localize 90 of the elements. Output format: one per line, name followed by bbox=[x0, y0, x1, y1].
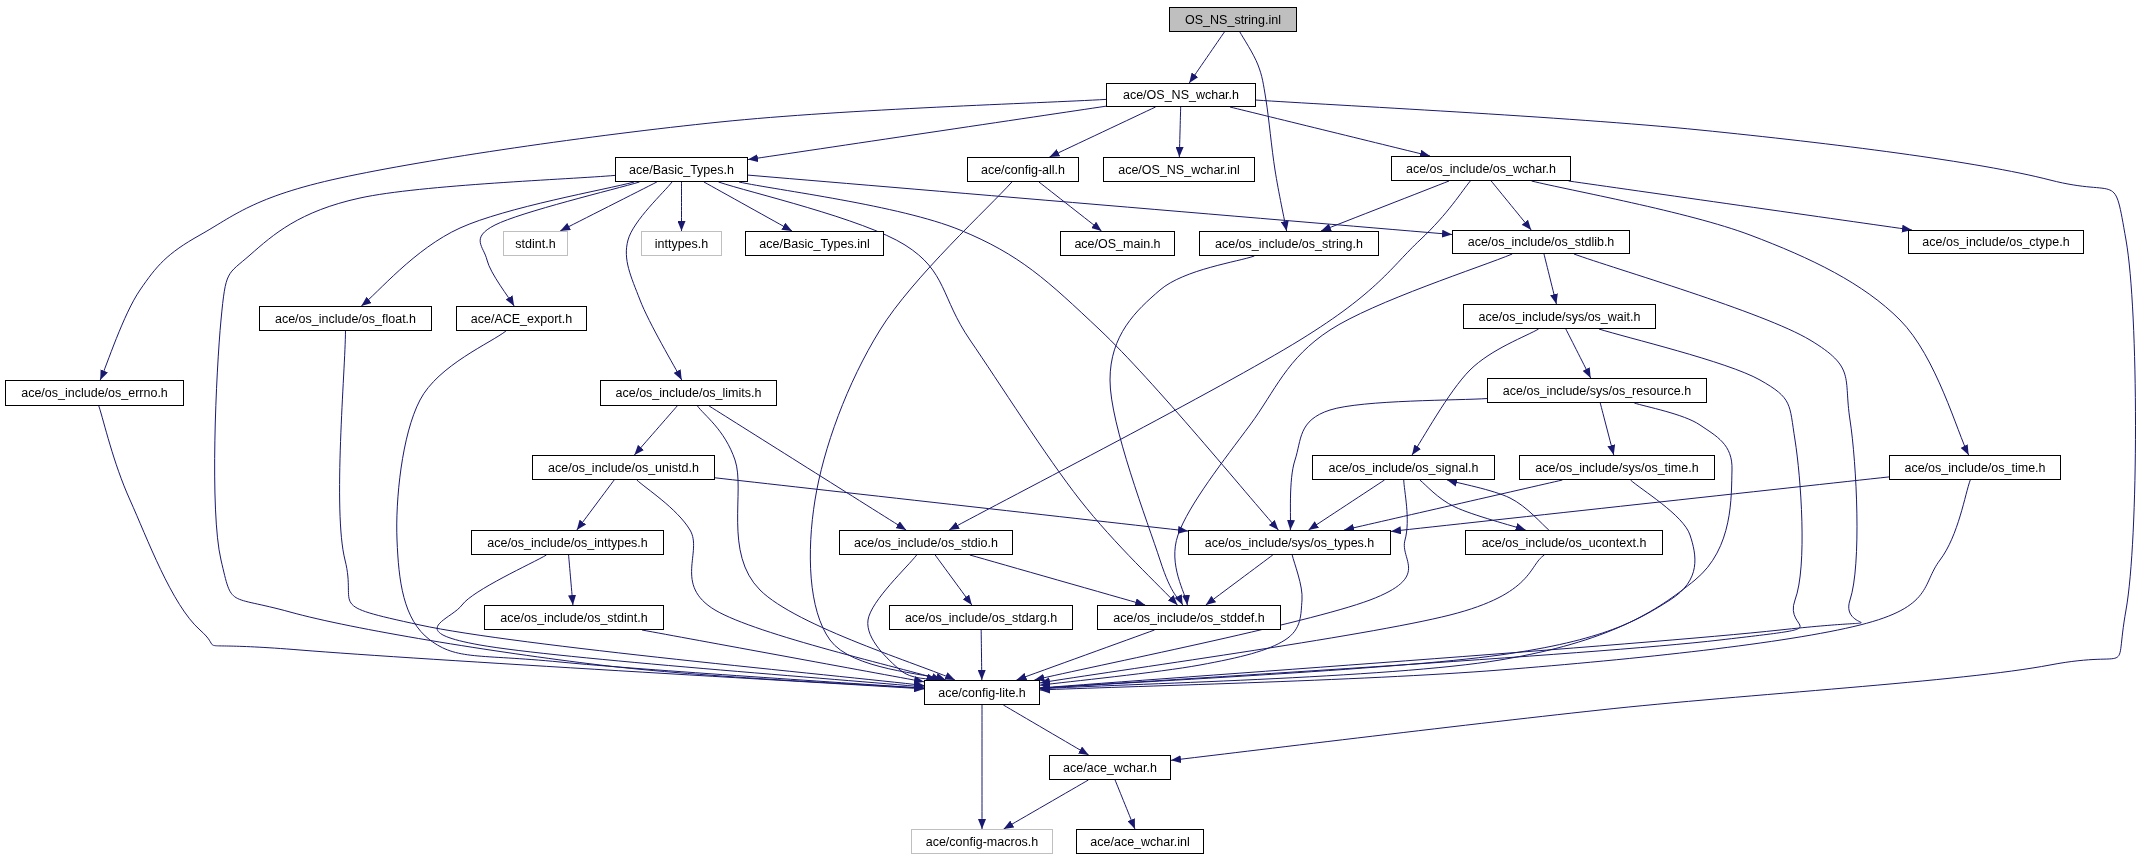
arrow bbox=[1229, 106, 1431, 158]
arrow bbox=[1170, 99, 2136, 764]
file-box: ace/os_include/os_inttypes.h bbox=[471, 530, 664, 555]
arrow bbox=[934, 554, 973, 606]
file-box: ace/OS_NS_wchar.inl bbox=[1103, 157, 1255, 182]
arrow bbox=[948, 180, 1471, 531]
arrow bbox=[1565, 328, 1592, 379]
arrow bbox=[1239, 31, 1289, 232]
file-box: ace/os_include/sys/os_time.h bbox=[1519, 455, 1715, 480]
arrow bbox=[747, 105, 1107, 163]
file-box: ace/os_include/os_stdio.h bbox=[839, 530, 1013, 555]
file-box: ace/os_include/sys/os_wait.h bbox=[1463, 304, 1656, 329]
arrow bbox=[1599, 402, 1616, 456]
file-box: OS_NS_string.inl bbox=[1169, 7, 1297, 32]
arrow bbox=[1531, 180, 1970, 456]
arrow bbox=[1049, 106, 1157, 158]
file-box: ace/config-macros.h bbox=[911, 829, 1053, 854]
file-box: ace/os_include/sys/os_types.h bbox=[1188, 530, 1391, 555]
file-box: ace/os_include/os_errno.h bbox=[5, 380, 184, 406]
arrow bbox=[1039, 479, 1971, 694]
file-box: stdint.h bbox=[503, 231, 568, 256]
file-box: ace/os_include/os_limits.h bbox=[600, 380, 777, 406]
arrow bbox=[1390, 476, 1890, 535]
file-box: ace/ace_wchar.inl bbox=[1076, 829, 1204, 854]
arrow bbox=[1016, 629, 1155, 681]
arrow bbox=[1109, 255, 1255, 606]
arrow bbox=[969, 554, 1146, 607]
arrow bbox=[479, 181, 640, 307]
arrow bbox=[625, 181, 683, 381]
arrow bbox=[1543, 253, 1558, 305]
file-box: ace/os_include/os_signal.h bbox=[1312, 455, 1495, 480]
file-box: ace/os_include/os_stdlib.h bbox=[1452, 230, 1630, 254]
arrow bbox=[747, 174, 1453, 238]
arrow bbox=[1286, 398, 1488, 531]
file-box: ace/ace_wchar.h bbox=[1049, 755, 1171, 780]
file-box: ace/os_include/os_stdint.h bbox=[484, 605, 664, 630]
file-box: ace/config-all.h bbox=[967, 157, 1079, 182]
file-box: ace/Basic_Types.h bbox=[615, 157, 748, 182]
arrow bbox=[708, 405, 907, 531]
arrow bbox=[1033, 479, 1410, 682]
arrow bbox=[1320, 180, 1450, 232]
arrow bbox=[977, 629, 986, 681]
arrow bbox=[718, 181, 1178, 606]
arrow bbox=[1039, 554, 1545, 686]
file-box: ace/ACE_export.h bbox=[456, 306, 587, 331]
file-box: ace/config-lite.h bbox=[924, 680, 1040, 705]
arrow bbox=[677, 181, 686, 232]
arrow bbox=[714, 477, 1189, 534]
arrow bbox=[576, 479, 615, 531]
arrow bbox=[360, 181, 635, 307]
file-box: ace/OS_main.h bbox=[1060, 231, 1175, 256]
arrow bbox=[436, 554, 925, 691]
file-box: ace/os_include/sys/os_resource.h bbox=[1487, 378, 1707, 403]
arrow bbox=[559, 181, 658, 232]
file-box: ace/os_include/os_string.h bbox=[1199, 231, 1379, 256]
arrow bbox=[1188, 31, 1225, 84]
arrow bbox=[978, 704, 986, 830]
arrow bbox=[1038, 181, 1103, 232]
arrow bbox=[1411, 328, 1540, 456]
file-box: ace/os_include/os_stdarg.h bbox=[889, 605, 1073, 630]
arrow bbox=[1568, 180, 1913, 233]
arrow bbox=[568, 554, 577, 606]
arrow bbox=[633, 405, 678, 456]
arrow bbox=[98, 405, 925, 693]
arrow bbox=[1490, 180, 1532, 231]
arrow bbox=[1114, 779, 1136, 830]
file-box: ace/os_include/os_float.h bbox=[259, 306, 432, 331]
arrow bbox=[1419, 479, 1527, 531]
arrow bbox=[1174, 253, 1513, 606]
file-box: ace/os_include/os_ctype.h bbox=[1908, 230, 2084, 254]
arrow bbox=[1003, 779, 1089, 830]
arrow bbox=[1175, 106, 1184, 158]
arrow bbox=[809, 181, 1013, 682]
arrow bbox=[99, 98, 1107, 381]
arrow bbox=[703, 181, 793, 232]
file-box: ace/os_include/os_time.h bbox=[1889, 455, 2061, 480]
file-box: inttypes.h bbox=[641, 231, 722, 256]
file-box: ace/os_include/os_unistd.h bbox=[532, 455, 715, 480]
file-box: ace/os_include/os_wchar.h bbox=[1391, 156, 1571, 181]
file-box: ace/Basic_Types.inl bbox=[745, 231, 884, 256]
arrow bbox=[1343, 479, 1563, 532]
arrow bbox=[1205, 554, 1274, 606]
file-box: ace/os_include/os_stddef.h bbox=[1097, 605, 1281, 630]
file-box: ace/OS_NS_wchar.h bbox=[1106, 83, 1256, 107]
arrow bbox=[1002, 704, 1090, 756]
arrow bbox=[697, 405, 956, 681]
arrow bbox=[1039, 554, 1303, 688]
file-box: ace/os_include/os_ucontext.h bbox=[1465, 530, 1663, 555]
arrow bbox=[1446, 478, 1550, 531]
arrow bbox=[1308, 479, 1385, 531]
